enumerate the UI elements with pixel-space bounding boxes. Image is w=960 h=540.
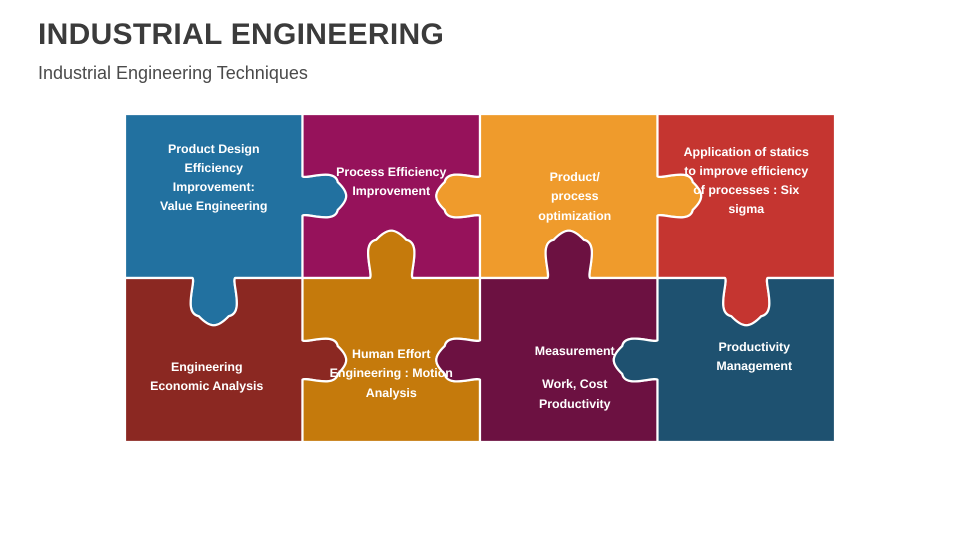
piece-shape-productivity-management[interactable]: [612, 276, 837, 444]
page-subtitle: Industrial Engineering Techniques: [38, 63, 308, 83]
slide-header: INDUSTRIAL ENGINEERING Industrial Engine…: [38, 18, 918, 84]
page-title: INDUSTRIAL ENGINEERING: [38, 18, 445, 51]
puzzle-svg: [123, 112, 837, 444]
puzzle-piece-productivity-management[interactable]: [612, 276, 837, 444]
